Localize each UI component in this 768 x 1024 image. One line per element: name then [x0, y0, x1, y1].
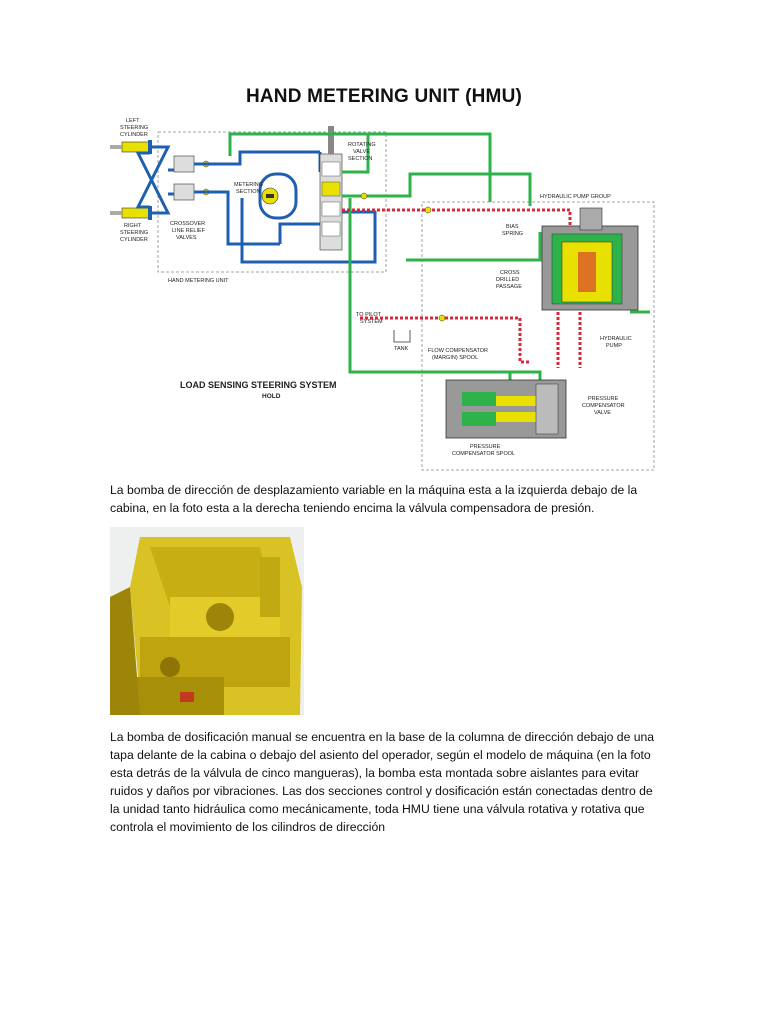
svg-text:PUMP: PUMP [606, 343, 622, 349]
label-crossover: CROSSOVER [170, 221, 205, 227]
hydraulic-pump [541, 207, 639, 311]
label-system-title: LOAD SENSING STEERING SYSTEM [180, 380, 337, 390]
svg-text:VALVES: VALVES [176, 235, 197, 241]
svg-text:(MARGIN) SPOOL: (MARGIN) SPOOL [432, 355, 478, 361]
svg-text:SECTION: SECTION [236, 189, 260, 195]
svg-text:CYLINDER: CYLINDER [120, 132, 148, 138]
label-system-mode: HOLD [262, 393, 281, 400]
label-pressure-comp: PRESSURE [588, 396, 619, 402]
svg-text:STEERING: STEERING [120, 230, 148, 236]
label-pump-group: HYDRAULIC PUMP GROUP [540, 194, 611, 200]
label-cross-drilled: CROSS [500, 270, 520, 276]
label-pc-spool: PRESSURE [470, 444, 501, 450]
svg-text:VALVE: VALVE [594, 410, 611, 416]
svg-text:SECTION: SECTION [348, 156, 372, 162]
svg-text:COMPENSATOR: COMPENSATOR [582, 403, 625, 409]
label-right-cylinder: RIGHT [124, 223, 142, 229]
label-rotating-valve: ROTATING [348, 142, 376, 148]
svg-text:COMPENSATOR SPOOL: COMPENSATOR SPOOL [452, 451, 515, 457]
hmu-boundary [157, 131, 387, 273]
label-metering: METERING [234, 182, 263, 188]
hmu-schematic-diagram: LEFT STEERING CYLINDER RIGHT STEERING CY… [110, 112, 655, 472]
pump-photo [110, 527, 304, 715]
label-tank: TANK [394, 346, 409, 352]
paragraph-pump-location: La bomba de dirección de desplazamiento … [110, 483, 638, 515]
svg-text:SPRING: SPRING [502, 231, 523, 237]
svg-text:DRILLED: DRILLED [496, 277, 519, 283]
pump-group-boundary [421, 201, 655, 471]
label-pilot: TO PILOT [356, 312, 382, 318]
page-title: HAND METERING UNIT (HMU) [245, 86, 523, 107]
rotating-valve-section [319, 126, 343, 251]
label-bias-spring: BIAS [506, 224, 519, 230]
label-hmu: HAND METERING UNIT [168, 278, 229, 284]
label-left-cylinder: LEFT [126, 118, 140, 124]
pressure-compensator-valve [445, 379, 567, 439]
svg-text:PASSAGE: PASSAGE [496, 284, 522, 290]
label-hyd-pump: HYDRAULIC [600, 336, 632, 342]
svg-text:VALVE: VALVE [353, 149, 370, 155]
svg-text:SYSTEM: SYSTEM [360, 319, 383, 325]
svg-text:STEERING: STEERING [120, 125, 148, 131]
paragraph-hmu-location: La bomba de dosificación manual se encue… [110, 730, 655, 834]
svg-text:LINE RELIEF: LINE RELIEF [172, 228, 206, 234]
metering-section [258, 172, 298, 220]
svg-text:CYLINDER: CYLINDER [120, 237, 148, 243]
label-flow-comp: FLOW COMPENSATOR [428, 348, 488, 354]
